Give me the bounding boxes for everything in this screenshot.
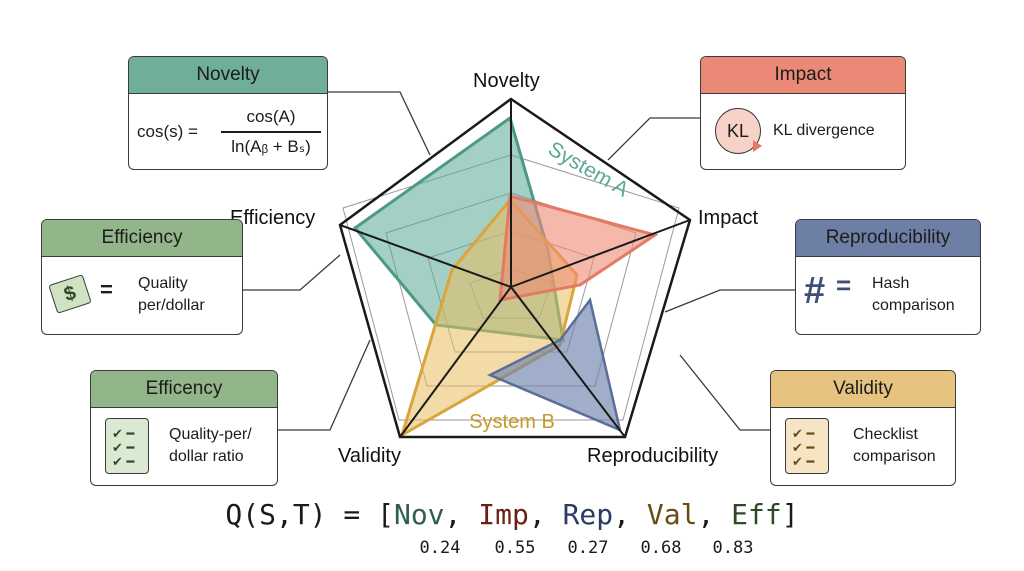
quality-formula: Q(S,T) = [Nov, Imp, Rep, Val, Eff]	[0, 498, 1024, 531]
connector-reproducibility	[664, 289, 795, 313]
radar-outer-pentagon	[338, 97, 692, 439]
formula-sep-3: ,	[613, 498, 647, 531]
connector-efficiency	[243, 254, 341, 291]
validity-clipboard-icon: ✔ ━✔ ━✔ ━	[785, 418, 829, 474]
formula-term-eff: Eff	[731, 498, 782, 531]
formula-sep-4: ,	[697, 498, 732, 531]
card-reproducibility: Reproducibility # = Hash comparison	[795, 219, 981, 335]
efficiency-equals-sign: =	[100, 277, 113, 302]
axis-label-reproducibility: Reproducibility	[587, 445, 719, 467]
novelty-fraction-bar	[221, 131, 321, 133]
formula-term-rep: Rep	[562, 498, 614, 531]
connector-lines	[228, 91, 795, 431]
hash-icon: #	[804, 270, 826, 312]
efficency-line-2: dollar ratio	[169, 448, 244, 465]
money-icon: $	[48, 274, 92, 314]
reproducibility-line-1: Hash	[872, 275, 910, 292]
connector-validity	[679, 354, 770, 431]
card-impact-title: Impact	[701, 57, 905, 94]
spoke-efficiency	[339, 224, 512, 288]
spoke-reproducibility	[510, 286, 626, 438]
card-validity-title: Validity	[771, 371, 955, 408]
formula-suffix: ]	[781, 498, 799, 531]
formula-sep-2: ,	[528, 498, 563, 531]
card-impact-body: KL KL divergence	[701, 94, 905, 169]
score-imp: 0.55	[494, 538, 536, 558]
score-rep: 0.27	[567, 538, 609, 558]
novelty-formula-denominator: ln(Aᵦ + Bₛ)	[231, 137, 311, 156]
clipboard-checklist-icon: ✔ ━✔ ━✔ ━	[105, 418, 149, 474]
reproducibility-line-2: comparison	[872, 297, 955, 314]
card-reproducibility-body: # = Hash comparison	[796, 257, 980, 334]
card-efficency: Efficency ✔ ━✔ ━✔ ━ Quality-per/ dollar …	[90, 370, 278, 486]
grid-ring-4	[342, 154, 680, 421]
validity-line-2: comparison	[853, 448, 936, 465]
card-novelty-title: Novelty	[129, 57, 327, 94]
kl-badge-text: KL	[726, 120, 750, 141]
efficiency-line-2: per/dollar	[138, 297, 205, 314]
score-eff: 0.83	[712, 538, 754, 558]
hash-equals-sign: =	[836, 270, 852, 300]
card-efficiency-title: Efficiency	[42, 220, 242, 257]
axis-label-efficiency: Efficiency	[230, 207, 316, 229]
score-val: 0.68	[640, 538, 682, 558]
novelty-formula-numerator: cos(A)	[246, 107, 296, 126]
formula-sep-1: ,	[444, 498, 479, 531]
spoke-impact	[510, 219, 691, 288]
efficency-line-1: Quality-per/	[169, 426, 252, 443]
formula-term-imp: Imp	[478, 498, 529, 531]
connector-impact	[607, 117, 700, 161]
card-efficiency: Efficiency $ = Quality per/dollar	[41, 219, 243, 335]
card-novelty: Novelty cos(s) = cos(A) ln(Aᵦ + Bₛ)	[128, 56, 328, 170]
impact-description: KL divergence	[773, 122, 875, 139]
spoke-validity	[399, 286, 512, 438]
card-novelty-body: cos(s) = cos(A) ln(Aᵦ + Bₛ)	[129, 94, 327, 169]
axis-label-validity: Validity	[338, 445, 401, 467]
series-reproducibility-area	[487, 297, 622, 433]
novelty-formula-lhs: cos(s) =	[137, 122, 198, 141]
score-nov: 0.24	[419, 538, 461, 558]
formula-prefix: Q(S,T) = [	[225, 498, 394, 531]
series-impact-area	[498, 194, 659, 302]
connector-efficency	[278, 339, 371, 431]
axis-label-impact: Impact	[698, 207, 759, 229]
card-efficiency-body: $ = Quality per/dollar	[42, 257, 242, 334]
efficiency-line-1: Quality	[138, 275, 188, 292]
formula-term-val: Val	[646, 498, 698, 531]
card-efficency-body: ✔ ━✔ ━✔ ━ Quality-per/ dollar ratio	[91, 408, 277, 485]
axis-label-novelty: Novelty	[473, 70, 540, 92]
series-label-system-b: System B	[469, 411, 555, 433]
card-efficency-title: Efficency	[91, 371, 277, 408]
radar-spokes	[339, 99, 691, 438]
card-validity-body: ✔ ━✔ ━✔ ━ Checklist comparison	[771, 408, 955, 485]
formula-term-nov: Nov	[393, 498, 445, 531]
validity-line-1: Checklist	[853, 426, 918, 443]
card-reproducibility-title: Reproducibility	[796, 220, 980, 257]
card-impact: Impact KL KL divergence	[700, 56, 906, 170]
card-validity: Validity ✔ ━✔ ━✔ ━ Checklist comparison	[770, 370, 956, 486]
kl-badge-arrow-icon	[753, 140, 762, 152]
